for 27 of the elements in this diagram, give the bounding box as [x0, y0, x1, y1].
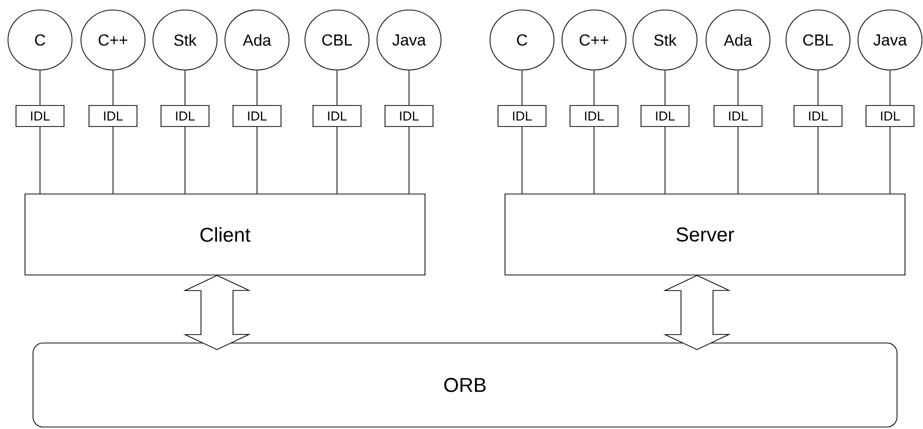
idl-box: IDL	[384, 105, 434, 127]
idl-box: IDL	[794, 105, 842, 127]
connector-line	[408, 126, 410, 194]
idl-box: IDL	[16, 105, 64, 127]
idl-box: IDL	[160, 105, 210, 127]
idl-box: IDL	[498, 105, 546, 127]
connector-line	[336, 70, 338, 106]
connector-line	[664, 70, 666, 106]
idl-box: IDL	[232, 105, 282, 127]
idl-box: IDL	[570, 105, 618, 127]
connector-line	[256, 126, 258, 194]
connector-line	[408, 70, 410, 106]
connector-line	[184, 126, 186, 194]
connector-line	[336, 126, 338, 194]
connector-line	[256, 70, 258, 106]
idl-box: IDL	[866, 105, 914, 127]
bus-box: ORB	[32, 342, 898, 428]
idl-box: IDL	[312, 105, 362, 127]
idl-box: IDL	[640, 105, 690, 127]
connector-line	[112, 70, 114, 106]
connector-line	[112, 126, 114, 194]
idl-box: IDL	[714, 105, 762, 127]
connector-line	[184, 70, 186, 106]
process-box: Client	[24, 194, 426, 276]
process-box: Server	[504, 194, 906, 276]
idl-box: IDL	[88, 105, 138, 127]
connector-line	[664, 126, 666, 194]
